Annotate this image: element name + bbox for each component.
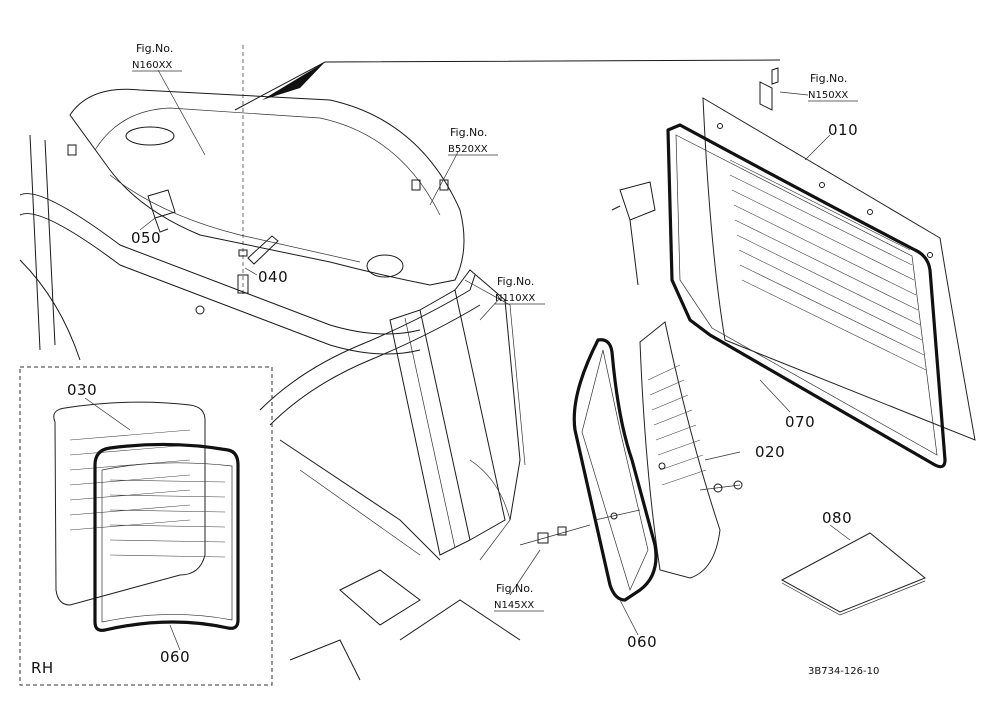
sheet-part xyxy=(780,532,926,613)
label-060-inset: 060 xyxy=(160,648,190,666)
ref-n150: Fig.No. N150XX xyxy=(808,72,858,102)
door-hinge-hardware xyxy=(519,480,743,546)
svg-text:N145XX: N145XX xyxy=(494,600,534,611)
label-020: 020 xyxy=(755,443,785,461)
side-glass-panel xyxy=(639,321,721,579)
rh-inset xyxy=(19,366,273,686)
svg-text:N160XX: N160XX xyxy=(132,60,172,71)
rear-glass-panel xyxy=(702,97,976,441)
cab-frame xyxy=(19,45,781,681)
label-030: 030 xyxy=(67,381,97,399)
svg-text:N150XX: N150XX xyxy=(808,90,848,101)
label-070: 070 xyxy=(785,413,815,431)
side-weatherstrip xyxy=(572,338,658,602)
label-050: 050 xyxy=(131,229,161,247)
svg-text:Fig.No.: Fig.No. xyxy=(496,582,533,595)
inset-side-label: RH xyxy=(31,659,54,677)
label-080: 080 xyxy=(822,509,852,527)
ref-n160: Fig.No. N160XX xyxy=(132,42,182,72)
leader-lines xyxy=(84,69,851,651)
svg-text:Fig.No.: Fig.No. xyxy=(810,72,847,85)
ref-n145: Fig.No. N145XX xyxy=(494,582,544,612)
svg-text:Fig.No.: Fig.No. xyxy=(450,126,487,139)
svg-text:N110XX: N110XX xyxy=(495,293,535,304)
label-040: 040 xyxy=(258,268,288,286)
label-060: 060 xyxy=(627,633,657,651)
drawing-code: 3B734-126-10 xyxy=(808,666,879,677)
ref-b520: Fig.No. B520XX xyxy=(448,126,498,156)
ref-n110: Fig.No. N110XX xyxy=(495,275,545,305)
label-010: 010 xyxy=(828,121,858,139)
svg-text:Fig.No.: Fig.No. xyxy=(497,275,534,288)
svg-text:Fig.No.: Fig.No. xyxy=(136,42,173,55)
rear-weatherstrip xyxy=(666,123,947,469)
svg-text:B520XX: B520XX xyxy=(448,144,488,155)
rear-latch-hardware xyxy=(611,67,779,286)
